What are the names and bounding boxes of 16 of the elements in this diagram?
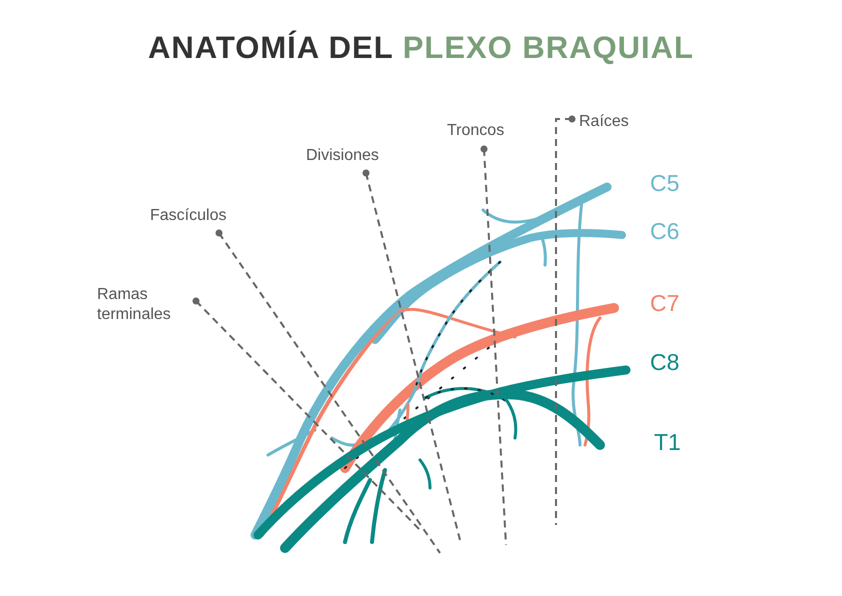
leader-label: Fascículos — [150, 206, 245, 226]
leader-line — [362, 170, 461, 540]
leader-label: Divisiones — [306, 146, 401, 166]
leader-line — [480, 146, 507, 546]
leader-line — [216, 230, 441, 554]
leader-label: Troncos — [447, 121, 527, 141]
leader-label: Raíces — [579, 112, 649, 132]
leader-line — [555, 116, 576, 525]
nerve-root-label: C7 — [650, 290, 680, 317]
nerve-root-label: C5 — [650, 170, 680, 197]
title: ANATOMÍA DEL PLEXO BRAQUIAL — [147, 30, 695, 66]
nerve-root-label: C8 — [650, 349, 680, 376]
nerve-root-label: C6 — [650, 218, 680, 245]
nerve-root-label: T1 — [654, 429, 681, 456]
leader-label: Ramas terminales — [97, 285, 192, 325]
leader-line — [192, 298, 421, 531]
